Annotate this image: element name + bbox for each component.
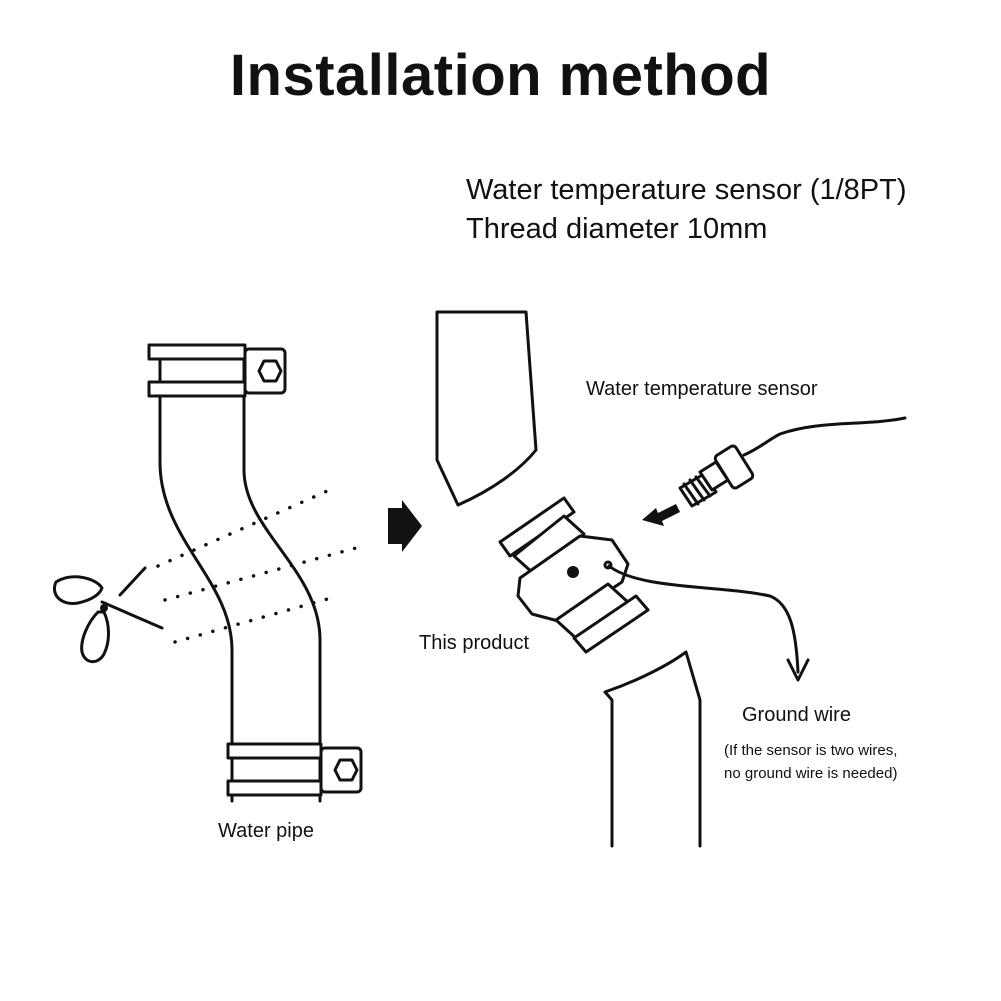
product-adapter — [498, 496, 650, 654]
water-temperature-sensor — [678, 416, 907, 508]
sensor-spec-line1: Water temperature sensor (1/8PT) — [466, 174, 907, 206]
sensor-spec-line2: Thread diameter 10mm — [466, 213, 768, 245]
hose-clamp-bottom — [226, 742, 363, 803]
upper-pipe-section — [435, 310, 538, 507]
hose-clamp-top — [147, 343, 287, 398]
page-title: Installation method — [229, 43, 772, 108]
sensor-label: Water temperature sensor — [586, 378, 818, 400]
arrow-right-icon — [388, 500, 422, 552]
product-label: This product — [419, 632, 530, 654]
arrow-down-icon — [786, 658, 810, 682]
lower-pipe-section — [603, 650, 702, 848]
water-pipe — [158, 394, 322, 747]
ground-wire-note-line2: no ground wire is needed) — [724, 765, 898, 782]
arrow-left-icon — [642, 504, 680, 526]
scissors-icon — [53, 566, 164, 664]
water-pipe-label: Water pipe — [218, 820, 314, 842]
ground-wire — [607, 564, 800, 674]
ground-wire-note-line1: (If the sensor is two wires, — [724, 742, 898, 759]
ground-wire-label: Ground wire — [742, 704, 851, 726]
